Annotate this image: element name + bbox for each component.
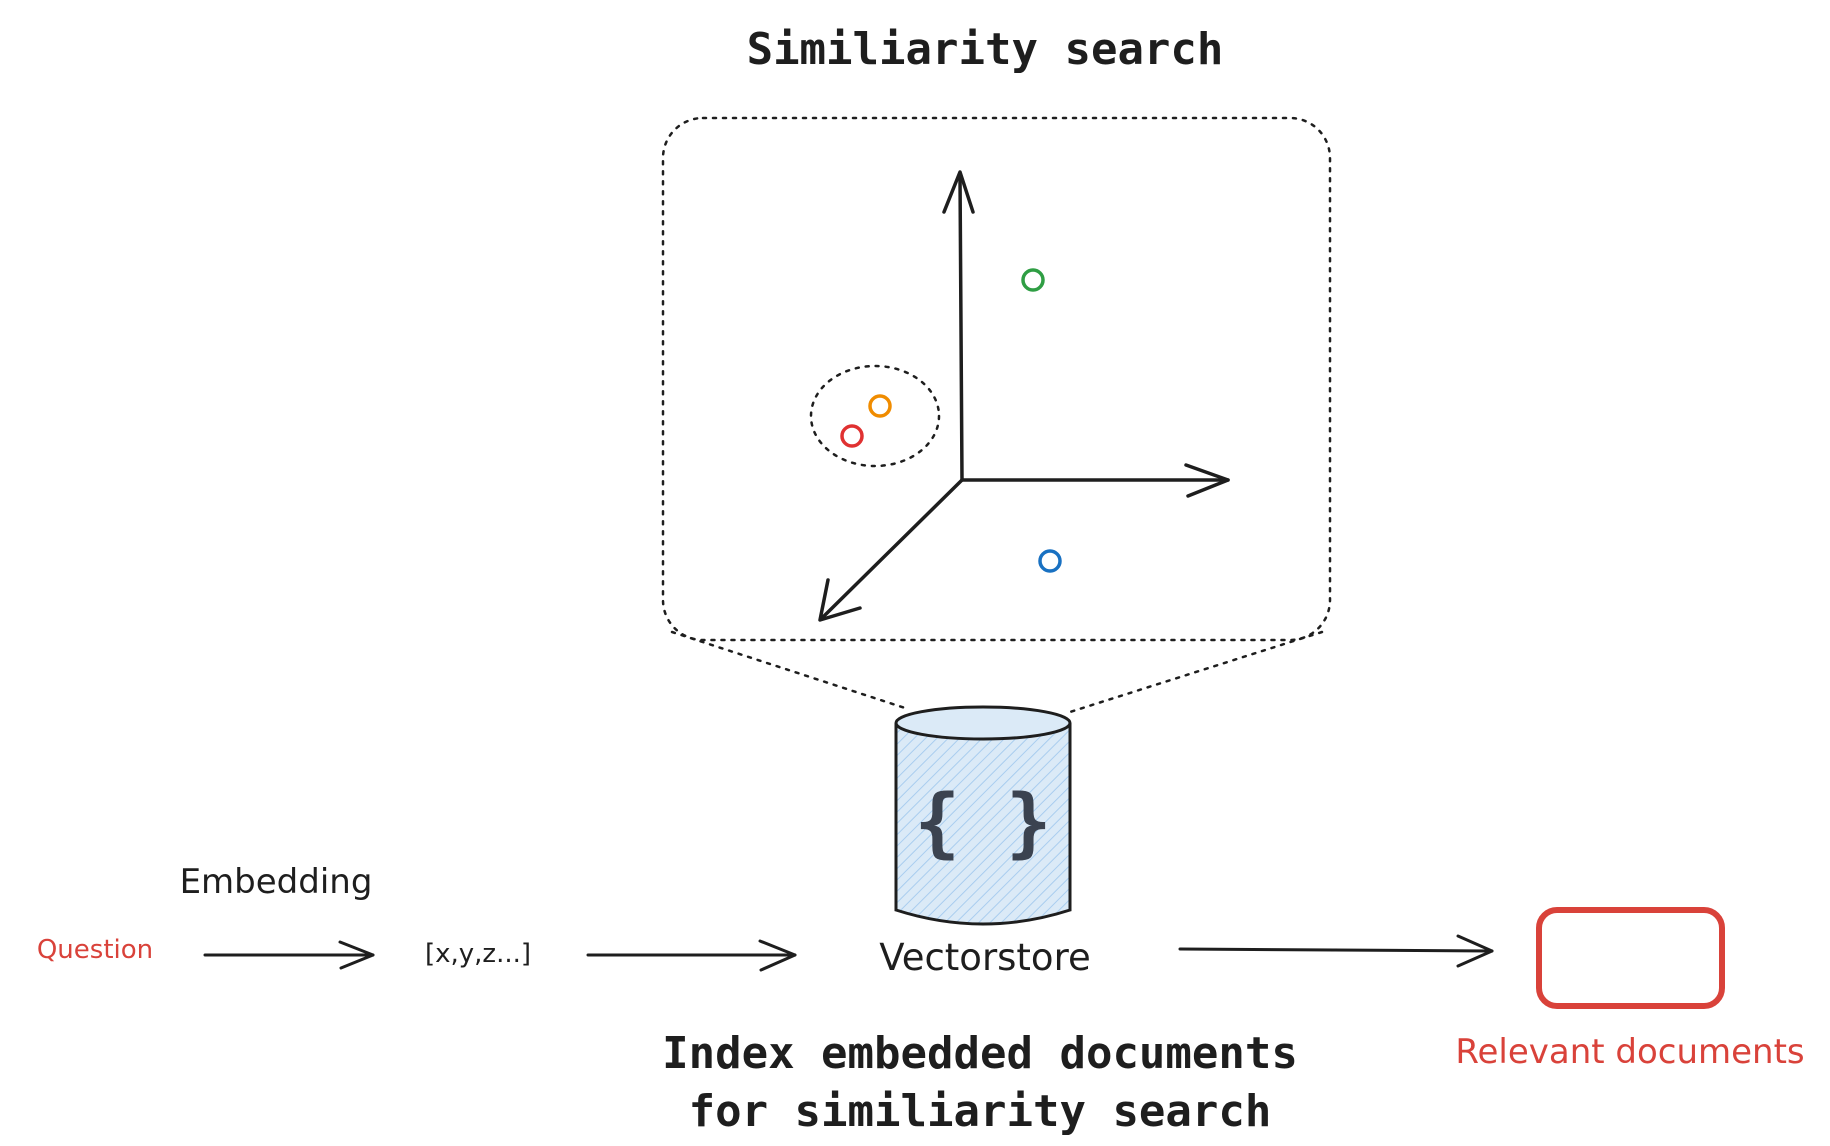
- relevant-documents-label: Relevant documents: [1455, 1032, 1804, 1072]
- zoom-connector-left: [670, 630, 907, 710]
- embedding-label: Embedding: [180, 862, 373, 902]
- blue-point: [1038, 549, 1062, 573]
- arrow-embedding-to-vectorstore: [586, 939, 797, 972]
- z-axis-arrowhead: [818, 578, 862, 622]
- relevant-documents-box: [1536, 907, 1725, 1009]
- arrow-head: [758, 939, 797, 972]
- vectorstore-label: Vectorstore: [879, 936, 1091, 979]
- green-point: [1021, 268, 1045, 292]
- x-axis-arrowhead: [1184, 463, 1230, 498]
- red-point: [840, 424, 864, 448]
- braces-icon: { }: [914, 777, 1051, 866]
- cylinder-body-fill: [896, 723, 1070, 924]
- arrow-head: [338, 940, 375, 970]
- y-axis: [958, 173, 964, 482]
- axes-3d: [818, 170, 1230, 622]
- vector-label: [x,y,z...]: [425, 939, 531, 969]
- question-label: Question: [37, 935, 153, 965]
- orange-point: [868, 394, 892, 418]
- zoom-connector-right: [1068, 630, 1324, 714]
- arrow-head: [1456, 934, 1494, 968]
- zoom-frame: [661, 116, 1332, 642]
- vectorstore-cylinder: { }: [894, 705, 1072, 926]
- y-axis-arrowhead: [942, 170, 975, 214]
- caption-line-1: Index embedded documents: [662, 1028, 1298, 1079]
- diagram-title: Similiarity search: [747, 24, 1224, 75]
- cylinder-top: [894, 705, 1072, 741]
- z-axis: [820, 478, 964, 620]
- arrow-vectorstore-to-documents: [1178, 934, 1494, 968]
- cylinder-outline: [894, 723, 1072, 926]
- similar-cluster-ellipse: [809, 364, 941, 468]
- arrow-shaft: [1178, 947, 1494, 953]
- arrow-question-to-embedding: [203, 940, 375, 970]
- caption-line-2: for similiarity search: [689, 1086, 1272, 1137]
